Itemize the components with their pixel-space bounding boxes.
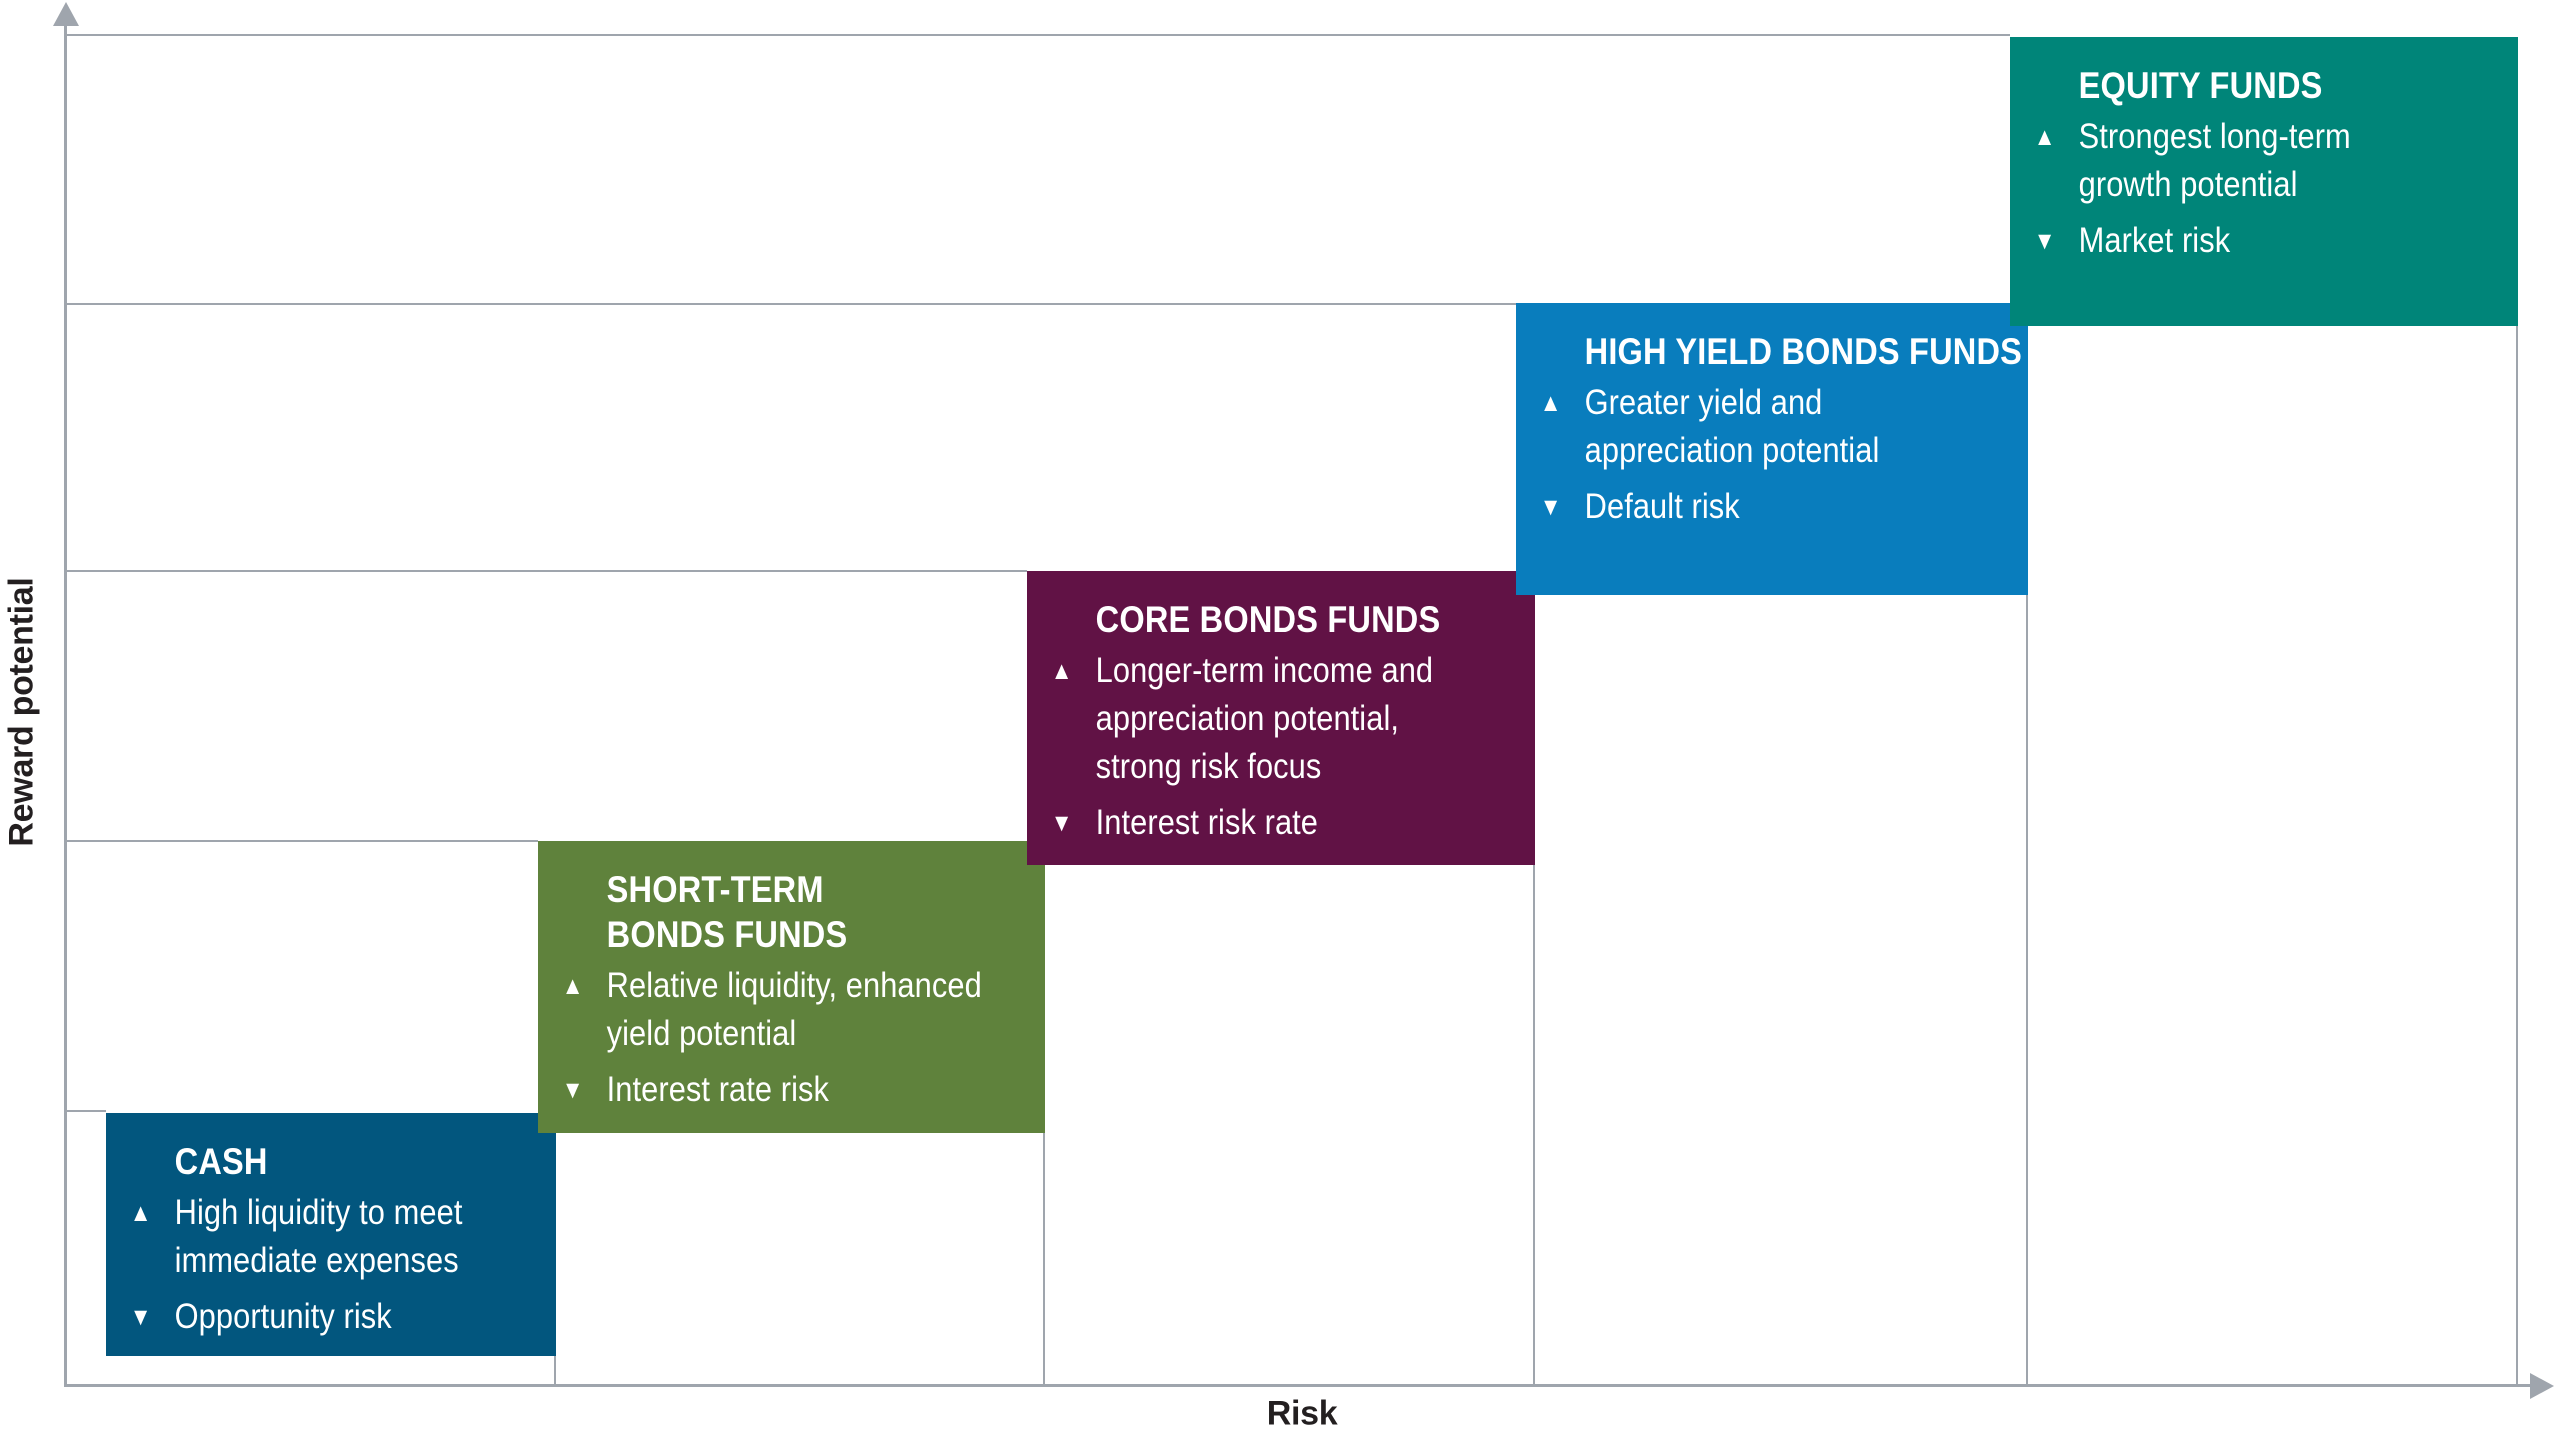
up-triangle-icon: ▲: [2033, 123, 2056, 151]
x-axis-label: Risk: [1266, 1394, 1338, 1433]
core-bonds-box: CORE BONDS FUNDS ▲ Longer-term income an…: [1027, 571, 1535, 865]
risk-row: ▼ Interest rate risk: [562, 1066, 1040, 1114]
short-term-bonds-box-content: SHORT-TERM BONDS FUNDS ▲ Relative liquid…: [538, 841, 1045, 1114]
risk-row: ▼ Interest risk rate: [1051, 799, 1530, 847]
down-triangle-icon: ▼: [561, 1076, 584, 1104]
risk-row: ▼ Opportunity risk: [130, 1293, 551, 1341]
y-axis-arrow-icon: [53, 2, 79, 26]
x-axis-line: [64, 1384, 2534, 1387]
equity-box: EQUITY FUNDS ▲ Strongest long-term growt…: [2010, 37, 2518, 326]
box-title: CORE BONDS FUNDS: [1095, 599, 1441, 640]
cash-box: CASH ▲ High liquidity to meet immediate …: [106, 1113, 556, 1356]
risk-row: ▼ Market risk: [2034, 217, 2513, 265]
cash-box-content: CASH ▲ High liquidity to meet immediate …: [106, 1113, 556, 1341]
gridline-level-1: [64, 1110, 106, 1112]
down-triangle-icon: ▼: [129, 1303, 152, 1331]
short-term-bonds-box: SHORT-TERM BONDS FUNDS ▲ Relative liquid…: [538, 841, 1045, 1133]
risk-text: Interest risk rate: [1095, 803, 1319, 842]
gridline-level-2: [64, 840, 538, 842]
high-yield-bonds-box: HIGH YIELD BONDS FUNDS ▲ Greater yield a…: [1516, 303, 2028, 595]
up-triangle-icon: ▲: [1539, 389, 1562, 417]
up-triangle-icon: ▲: [1050, 657, 1073, 685]
benefit-row: ▲ High liquidity to meet immediate expen…: [130, 1189, 551, 1285]
box-title: HIGH YIELD BONDS FUNDS: [1584, 331, 2023, 372]
x-axis-arrow-icon: [2530, 1373, 2554, 1399]
down-triangle-icon: ▼: [1539, 493, 1562, 521]
gridline-level-5: [64, 34, 2010, 36]
benefit-row: ▲ Longer-term income and appreciation po…: [1051, 647, 1530, 791]
y-axis-label: Reward potential: [2, 577, 41, 847]
gridline-step-5: [2516, 326, 2518, 1384]
gridline-level-4: [64, 303, 1516, 305]
benefit-text: Relative liquidity, enhanced yield poten…: [606, 966, 982, 1053]
box-title: SHORT-TERM BONDS FUNDS: [606, 869, 848, 955]
down-triangle-icon: ▼: [2033, 227, 2056, 255]
risk-text: Interest rate risk: [606, 1070, 830, 1109]
benefit-row: ▲ Relative liquidity, enhanced yield pot…: [562, 962, 1040, 1058]
benefit-text: Strongest long-term growth potential: [2078, 117, 2351, 204]
y-axis-line: [64, 16, 67, 1387]
gridline-level-3: [64, 570, 1027, 572]
benefit-text: Longer-term income and appreciation pote…: [1095, 651, 1434, 786]
risk-text: Market risk: [2078, 221, 2231, 260]
gridline-step-1: [554, 1356, 556, 1384]
up-triangle-icon: ▲: [129, 1199, 152, 1227]
up-triangle-icon: ▲: [561, 972, 584, 1000]
equity-box-content: EQUITY FUNDS ▲ Strongest long-term growt…: [2010, 37, 2518, 265]
benefit-row: ▲ Greater yield and appreciation potenti…: [1540, 379, 2023, 475]
core-bonds-box-content: CORE BONDS FUNDS ▲ Longer-term income an…: [1027, 571, 1535, 847]
down-triangle-icon: ▼: [1050, 809, 1073, 837]
benefit-row: ▲ Strongest long-term growth potential: [2034, 113, 2513, 209]
gridline-step-3: [1533, 865, 1535, 1384]
high-yield-bonds-box-content: HIGH YIELD BONDS FUNDS ▲ Greater yield a…: [1516, 303, 2028, 531]
risk-text: Opportunity risk: [174, 1297, 392, 1336]
benefit-text: Greater yield and appreciation potential: [1584, 383, 1880, 470]
box-title: CASH: [174, 1141, 268, 1182]
gridline-step-2: [1043, 1133, 1045, 1384]
risk-row: ▼ Default risk: [1540, 483, 2023, 531]
gridline-step-4: [2026, 595, 2028, 1384]
box-title: EQUITY FUNDS: [2078, 65, 2323, 106]
risk-text: Default risk: [1584, 487, 1740, 526]
benefit-text: High liquidity to meet immediate expense…: [174, 1193, 463, 1280]
